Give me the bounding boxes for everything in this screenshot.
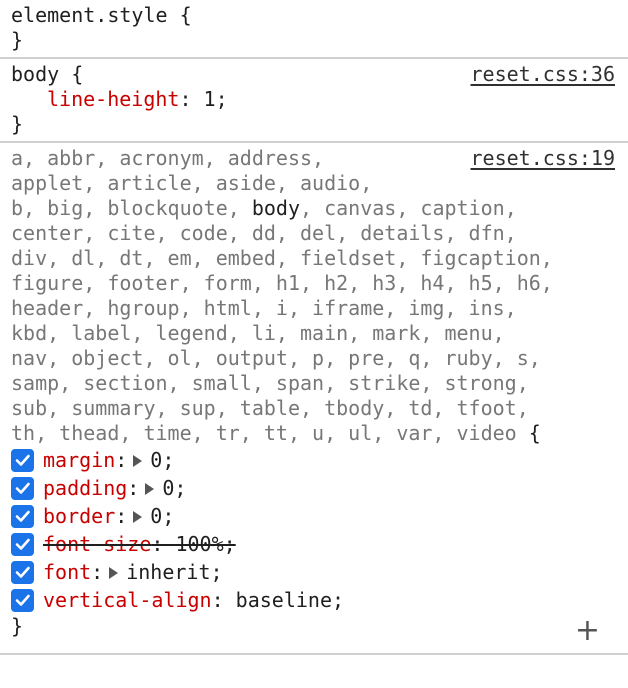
expand-triangle-icon[interactable] <box>133 455 143 467</box>
check-icon <box>15 538 30 550</box>
reset-rule-close: } <box>11 614 24 638</box>
selector-text: applet, article, aside, audio, <box>11 171 373 195</box>
property-name[interactable]: margin <box>43 448 116 472</box>
property-value[interactable]: 0; <box>150 448 175 472</box>
selector-text: kbd, label, legend, li, main, mark, menu… <box>11 321 505 345</box>
element-style-close: } <box>11 28 24 52</box>
reset-rule-properties: margin:0; padding:0; border:0; font-size: 1… <box>11 446 616 614</box>
expand-triangle-icon[interactable] <box>109 567 119 579</box>
property-row: padding:0; <box>11 474 616 502</box>
selector-line: samp, section, small, span, strike, stro… <box>11 371 616 396</box>
property-declaration: padding:0; <box>43 476 187 500</box>
property-checkbox[interactable] <box>11 532 34 556</box>
selector-line: figure, footer, form, h1, h2, h3, h4, h5… <box>11 271 616 296</box>
body-rule-selector[interactable]: body { <box>11 62 84 86</box>
check-icon <box>15 482 30 494</box>
selector-line: center, cite, code, dd, del, details, df… <box>11 221 616 246</box>
check-icon <box>15 510 30 522</box>
property-value[interactable]: 1; <box>203 87 228 111</box>
property-checkbox[interactable] <box>11 448 34 472</box>
reset-rule-source-link[interactable]: reset.css:19 <box>470 146 616 170</box>
property-declaration: border:0; <box>43 504 175 528</box>
add-property-button[interactable]: + <box>574 613 600 648</box>
element-style-rule: element.style { } <box>0 0 628 59</box>
property-checkbox[interactable] <box>11 588 34 612</box>
selector-line: th, thead, time, tr, tt, u, ul, var, vid… <box>11 421 616 446</box>
property-name[interactable]: line-height <box>47 87 180 111</box>
selector-text: nav, object, ol, output, p, pre, q, ruby… <box>11 346 541 370</box>
property-declaration: font-size: 100%; <box>43 532 236 556</box>
property-name[interactable]: font-size <box>43 532 152 556</box>
body-rule-source-link[interactable]: reset.css:36 <box>470 62 616 86</box>
element-style-selector[interactable]: element.style { <box>11 3 192 27</box>
selector-line: div, dl, dt, em, embed, fieldset, figcap… <box>11 246 616 271</box>
property-row: font:inherit; <box>11 558 616 586</box>
expand-triangle-icon[interactable] <box>145 483 155 495</box>
selector-text: th, thead, time, tr, tt, u, ul, var, vid… <box>11 421 517 445</box>
selector-line: sub, summary, sup, table, tbody, td, tfo… <box>11 396 616 421</box>
matched-selector: body <box>251 196 300 220</box>
property-declaration: vertical-align: baseline; <box>43 588 345 612</box>
property-checkbox[interactable] <box>11 504 34 528</box>
selector-text: samp, section, small, span, strike, stro… <box>11 371 529 395</box>
selector-text: center, cite, code, dd, del, details, df… <box>11 221 517 245</box>
property-name[interactable]: padding <box>43 476 128 500</box>
selector-text: a, abbr, acronym, address, <box>11 146 325 170</box>
selector-text: b, big, blockquote, <box>11 196 252 220</box>
property-name[interactable]: font <box>43 560 92 584</box>
selector-line: nav, object, ol, output, p, pre, q, ruby… <box>11 346 616 371</box>
property-checkbox[interactable] <box>11 560 34 584</box>
body-rule: reset.css:36 body { line-height: 1; } <box>0 59 628 143</box>
property-name[interactable]: border <box>43 504 116 528</box>
check-icon <box>15 454 30 466</box>
check-icon <box>15 594 30 606</box>
selector-text: sub, summary, sup, table, tbody, td, tfo… <box>11 396 529 420</box>
property-declaration: font:inherit; <box>43 560 223 584</box>
property-row: margin:0; <box>11 446 616 474</box>
selector-text: header, hgroup, html, i, iframe, img, in… <box>11 296 517 320</box>
body-rule-property[interactable]: line-height: 1; <box>47 87 228 111</box>
check-icon <box>15 566 30 578</box>
property-value[interactable]: 0; <box>162 476 187 500</box>
property-row: vertical-align: baseline; <box>11 586 616 614</box>
selector-text: div, dl, dt, em, embed, fieldset, figcap… <box>11 246 553 270</box>
selector-text: , canvas, caption, <box>300 196 517 220</box>
property-name[interactable]: vertical-align <box>43 588 212 612</box>
selector-text: figure, footer, form, h1, h2, h3, h4, h5… <box>11 271 553 295</box>
selector-line: header, hgroup, html, i, iframe, img, in… <box>11 296 616 321</box>
property-value[interactable]: 0; <box>150 504 175 528</box>
selector-line: kbd, label, legend, li, main, mark, menu… <box>11 321 616 346</box>
selector-line: b, big, blockquote, body, canvas, captio… <box>11 196 616 221</box>
property-row: border:0; <box>11 502 616 530</box>
selector-text: { <box>516 421 541 445</box>
reset-rule: reset.css:19 a, abbr, acronym, address,a… <box>0 143 628 655</box>
selector-line: a, abbr, acronym, address, <box>11 146 616 171</box>
selector-line: applet, article, aside, audio, <box>11 171 616 196</box>
reset-rule-selector[interactable]: a, abbr, acronym, address,applet, articl… <box>11 146 616 446</box>
property-checkbox[interactable] <box>11 476 34 500</box>
property-declaration: margin:0; <box>43 448 175 472</box>
body-rule-close: } <box>11 112 24 136</box>
property-row: font-size: 100%; <box>11 530 616 558</box>
property-value[interactable]: 100%; <box>175 532 236 556</box>
expand-triangle-icon[interactable] <box>133 511 143 523</box>
property-value[interactable]: baseline; <box>235 588 345 612</box>
property-value[interactable]: inherit; <box>126 560 223 584</box>
